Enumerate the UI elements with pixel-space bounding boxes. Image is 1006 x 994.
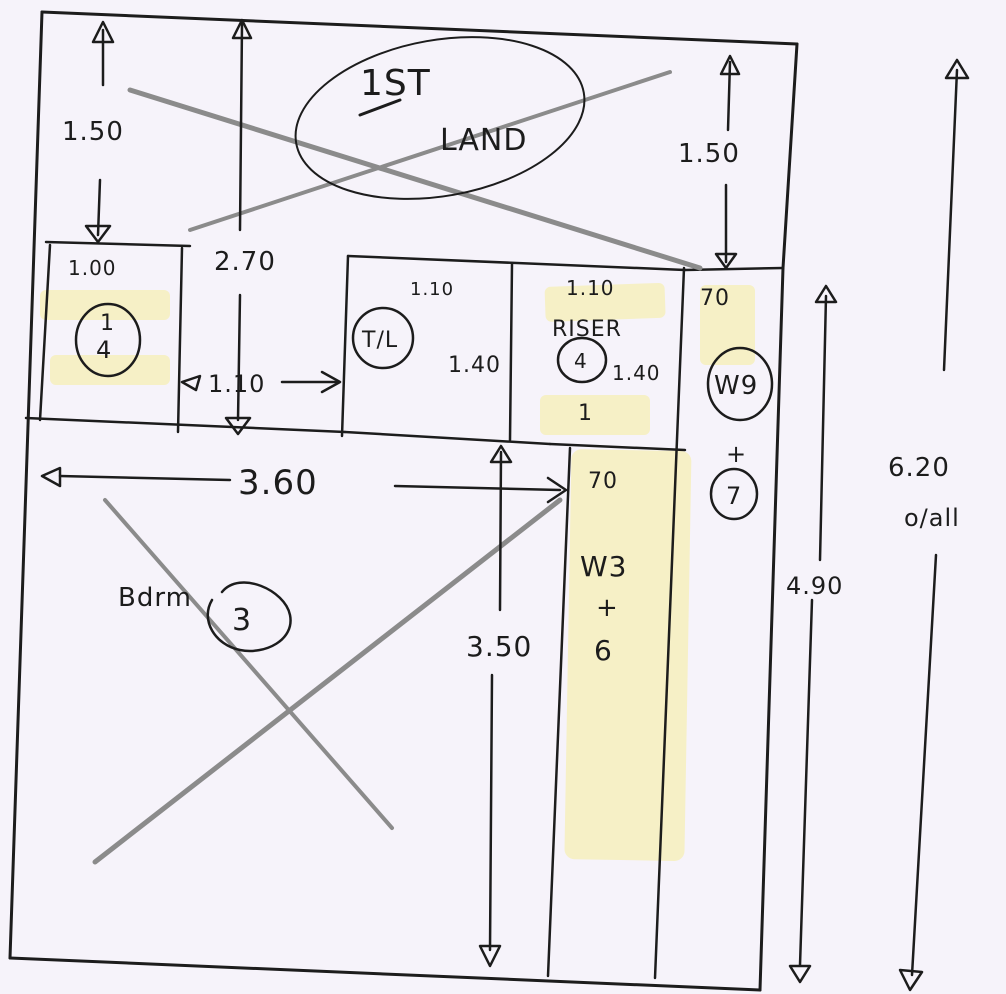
label-circles	[74, 36, 774, 653]
dimension-arrows	[40, 18, 970, 992]
dim-overall-note: o/all	[904, 504, 960, 532]
dim-room-a-height: 2.70	[214, 247, 276, 277]
room-labels: 1 4 T/L RISER 4 1 W9 + 7 W3 + 6 Bdrm 3	[96, 311, 758, 667]
tl-room-code: T/L	[361, 328, 398, 353]
dim-tl-height: 1.40	[448, 353, 501, 378]
outer-walls	[8, 10, 799, 992]
dim-riser-width: 1.10	[566, 276, 615, 300]
dim-top-right-height: 1.50	[678, 139, 740, 169]
dim-bedroom-depth: 3.50	[466, 630, 532, 663]
dim-riser-height: 1.40	[612, 361, 661, 385]
highlighter-marks	[40, 282, 755, 861]
dimension-labels: 1.50 1.50 1.00 2.70 1.10 1.10 1.40 1.10 …	[62, 117, 960, 663]
title-text: 1ST LAND	[358, 63, 527, 158]
title-line1: 1ST	[360, 63, 431, 104]
dim-overall: 6.20	[888, 453, 950, 483]
dim-room-a-width: 1.00	[68, 256, 117, 280]
w3-code: W3	[580, 550, 628, 583]
dim-w3-width: 70	[588, 469, 618, 494]
dim-top-left-height: 1.50	[62, 117, 124, 147]
w3-plus: +	[596, 593, 619, 623]
w9-code: W9	[714, 371, 758, 401]
room-a-code-bottom: 4	[96, 336, 112, 364]
riser-tick: 1	[578, 401, 593, 426]
dim-door-span: 1.10	[208, 370, 265, 398]
title-line2: LAND	[440, 123, 527, 158]
pencil-crossouts	[92, 70, 703, 865]
riser-label: RISER	[552, 317, 622, 342]
bedroom-code: 3	[232, 603, 252, 638]
riser-code: 4	[574, 349, 588, 373]
internal-walls	[24, 240, 785, 980]
dim-bedroom-width: 3.60	[238, 463, 318, 503]
w9-code2: 7	[726, 482, 742, 510]
bedroom-label: Bdrm	[118, 583, 192, 613]
dim-tl-width: 1.10	[410, 279, 454, 300]
w3-code2: 6	[594, 634, 613, 667]
dim-right-depth: 4.90	[786, 572, 843, 600]
dim-w9-width: 70	[700, 286, 730, 311]
room-a-code-top: 1	[100, 311, 115, 336]
w9-plus: +	[726, 440, 747, 468]
